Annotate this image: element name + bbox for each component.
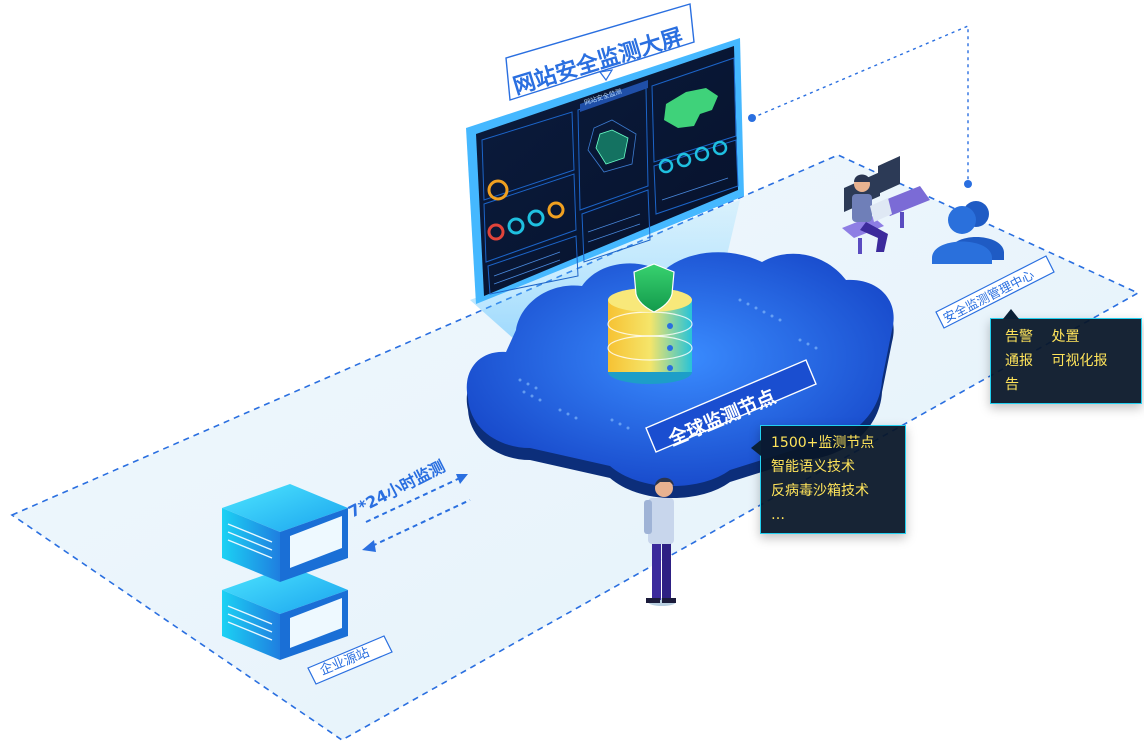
feature-line: … (771, 507, 785, 523)
action-alarm: 告警 (1005, 329, 1033, 345)
action-notify: 通报 (1005, 353, 1033, 369)
connector-line (748, 24, 972, 188)
users-group-icon (932, 201, 1004, 264)
enterprise-server-icon (222, 484, 348, 660)
actions-row: 通报 可视化报告 (1005, 349, 1133, 397)
feature-line: 反病毒沙箱技术 (771, 483, 869, 499)
dashboard-screen: 网站安全监测 (466, 38, 744, 304)
shield-icon (633, 263, 675, 313)
person-standing-icon (644, 477, 676, 606)
features-box: 1500+监测节点 智能语义技术 反病毒沙箱技术 … (751, 425, 906, 534)
feature-line: 1500+监测节点 (771, 435, 875, 451)
actions-box: 告警 处置 通报 可视化报告 (990, 309, 1142, 404)
action-report: 可视化报告 (1005, 353, 1108, 393)
feature-line: 智能语义技术 (771, 459, 855, 475)
action-handle: 处置 (1051, 329, 1080, 345)
operator-workstation-icon (842, 156, 930, 254)
actions-row: 告警 处置 (1005, 325, 1133, 349)
